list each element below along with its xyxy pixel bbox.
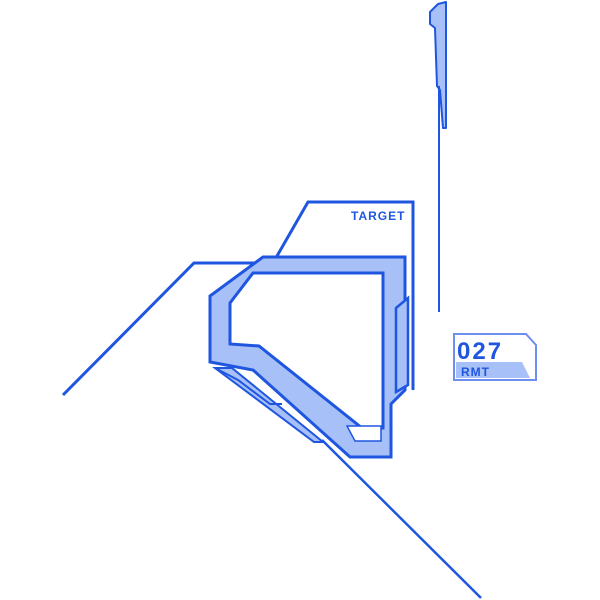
top-vertical-bar [429, 1, 447, 129]
outer-bracket-frame [61, 200, 415, 397]
counter-badge-band [456, 362, 530, 378]
diagonal-pointer-line [321, 439, 482, 599]
target-label: TARGET [351, 209, 405, 223]
counter-value: 027 [457, 338, 503, 365]
lower-rail-line [214, 367, 282, 405]
side-bracket [394, 295, 410, 395]
counter-badge: 027 RMT [453, 333, 537, 381]
target-slot-highlight [345, 425, 382, 442]
counter-unit: RMT [461, 365, 490, 379]
